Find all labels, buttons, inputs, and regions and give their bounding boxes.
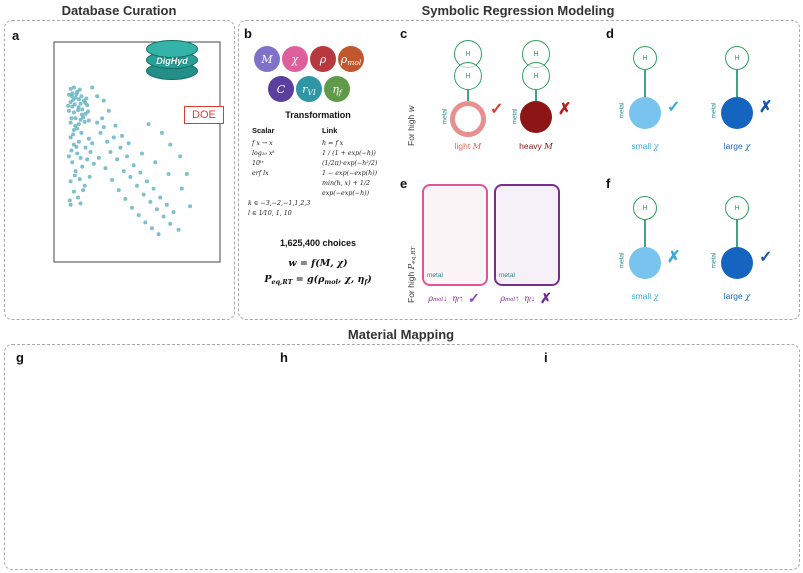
heavy-metal-circle bbox=[520, 101, 552, 133]
dense-lattice-diagram bbox=[496, 186, 558, 282]
panel-h-label: h bbox=[280, 350, 288, 365]
caption-heavy-M: heavy M bbox=[519, 141, 553, 152]
panel-b-label: b bbox=[244, 26, 252, 41]
panel-d-label: d bbox=[606, 26, 614, 41]
scatter-plot-peq-vs-w bbox=[53, 41, 221, 263]
panel-e-label: e bbox=[400, 176, 408, 191]
bond-connector bbox=[535, 90, 537, 101]
link-row: 1 − exp(−exp(h)) bbox=[322, 170, 378, 177]
map-plot-ni-alloys bbox=[278, 356, 528, 560]
h-atom-icon: H bbox=[522, 62, 550, 90]
link-header: Link bbox=[322, 126, 338, 135]
section-title-symbolic-regression: Symbolic Regression Modeling bbox=[421, 3, 615, 18]
check-icon: ✓ bbox=[759, 249, 773, 266]
scatter-points bbox=[66, 85, 193, 237]
light-metal-circle bbox=[450, 101, 486, 137]
scalar-row: log₁₀ xᵏ bbox=[252, 150, 275, 157]
scalar-set-row: l ∈ 1⁄10, 1, 10 bbox=[248, 210, 292, 217]
check-icon: ✓ bbox=[667, 99, 681, 116]
equation-peq: Peq,RT = g(ρmol, χ, ηf) bbox=[264, 274, 372, 286]
bond-connector bbox=[736, 220, 738, 247]
database-curation-box bbox=[4, 20, 235, 320]
caption-small-chi: small χ bbox=[631, 141, 659, 152]
descriptor-chip-rho: ρ bbox=[310, 46, 336, 72]
plot-area bbox=[53, 41, 221, 263]
caption-large-chi: large χ bbox=[723, 141, 751, 152]
h-atom-icon: H bbox=[633, 46, 657, 70]
h-atom-icon: H bbox=[725, 46, 749, 70]
metal-label: metal bbox=[511, 108, 519, 125]
scalar-row: f x → x bbox=[252, 140, 273, 147]
sparse-lattice-diagram bbox=[424, 186, 486, 282]
metal-label: metal bbox=[441, 108, 449, 125]
panel-g-label: g bbox=[16, 350, 24, 365]
h-atom-icon: H bbox=[633, 196, 657, 220]
metal-label: metal bbox=[499, 272, 515, 279]
caption-light-M: light M bbox=[454, 141, 482, 152]
metal-label: metal bbox=[618, 252, 626, 269]
caption-large-chi: large χ bbox=[723, 291, 751, 302]
large-chi-circle bbox=[721, 247, 753, 279]
panel-i-label: i bbox=[544, 350, 548, 365]
descriptor-chip-C: C bbox=[268, 76, 294, 102]
link-row: min(h, x) + 1∕2 bbox=[322, 180, 370, 187]
dighyd-database-icon: DigHyd bbox=[146, 40, 198, 86]
small-chi-circle bbox=[629, 97, 661, 129]
section-title-database-curation: Database Curation bbox=[61, 3, 177, 18]
bond-connector bbox=[644, 70, 646, 97]
metal-label: metal bbox=[710, 102, 718, 119]
dense-lattice-box bbox=[494, 184, 560, 286]
bond-connector bbox=[644, 220, 646, 247]
cross-icon: ✗ bbox=[759, 99, 773, 116]
bond-connector bbox=[736, 70, 738, 97]
mapping-box bbox=[4, 344, 800, 570]
bond-connector bbox=[467, 90, 469, 101]
cylinder-disc bbox=[146, 40, 198, 58]
large-chi-circle bbox=[721, 97, 753, 129]
transformation-title: Transformation bbox=[285, 110, 351, 120]
scalar-row: erf lx bbox=[252, 170, 269, 177]
link-row: exp(−exp(−h)) bbox=[322, 190, 370, 197]
scalar-set-row: k ∈ −3,−2,−1,1,2,3 bbox=[248, 200, 311, 207]
sparse-lattice-box bbox=[422, 184, 488, 286]
check-icon: ✓ bbox=[467, 290, 480, 306]
scalar-row: 10ˡˣ bbox=[252, 160, 264, 167]
panel-c-label: c bbox=[400, 26, 408, 41]
descriptor-chip-chi: χ bbox=[282, 46, 308, 72]
map-plot-be-alloys bbox=[542, 356, 792, 560]
choices-count: 1,625,400 choices bbox=[279, 238, 357, 248]
map-plot-mg-alloys bbox=[14, 356, 264, 560]
descriptor-chip-M: M bbox=[254, 46, 280, 72]
cross-icon: ✗ bbox=[558, 101, 572, 118]
link-row: h = f x bbox=[322, 140, 344, 147]
caption-small-chi: small χ bbox=[631, 291, 659, 302]
link-row: (1∕2π)·exp(−h²∕2) bbox=[322, 160, 378, 167]
small-chi-circle bbox=[629, 247, 661, 279]
h-atom-icon: H bbox=[725, 196, 749, 220]
section-title-material-mapping: Material Mapping bbox=[347, 327, 455, 342]
metal-label: metal bbox=[618, 102, 626, 119]
rot-label-for-high-w: For high w bbox=[406, 105, 417, 146]
metal-label: metal bbox=[710, 252, 718, 269]
panel-f-label: f bbox=[606, 176, 611, 191]
cross-icon: ✗ bbox=[667, 249, 681, 266]
scalar-header: Scalar bbox=[252, 126, 275, 135]
panel-a-label: a bbox=[12, 28, 20, 43]
regression-box bbox=[238, 20, 800, 320]
equation-w: w = f(M, χ) bbox=[288, 258, 348, 269]
check-icon: ✓ bbox=[490, 101, 504, 118]
dighyd-label: DigHyd bbox=[156, 56, 188, 66]
h-atom-icon: H bbox=[454, 62, 482, 90]
doe-target-badge: DOE bbox=[184, 106, 224, 124]
metal-label: metal bbox=[427, 272, 443, 279]
link-row: 1 ∕ (1 + exp(−h)) bbox=[322, 150, 376, 157]
cross-icon: ✗ bbox=[539, 290, 552, 306]
